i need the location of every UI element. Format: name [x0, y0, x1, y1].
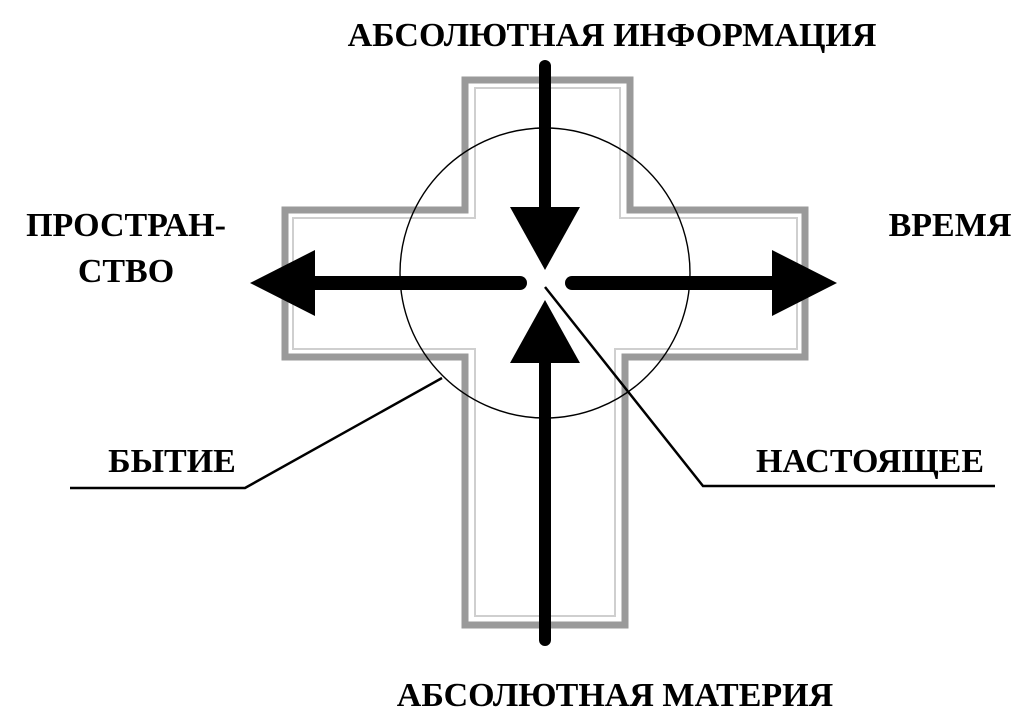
arrow-up-matter	[510, 300, 580, 646]
callout-line-present	[544, 286, 995, 488]
callout-line-existence	[70, 376, 443, 490]
label-time: ВРЕМЯ	[889, 207, 1012, 244]
arrow-down-information	[510, 60, 580, 270]
label-absolute-information: АБСОЛЮТНАЯ ИНФОРМАЦИЯ	[348, 17, 877, 54]
arrow-right-time	[565, 250, 837, 316]
label-present: НАСТОЯЩЕЕ	[756, 443, 984, 480]
cross-inner-line	[292, 87, 798, 617]
label-space-line2: СТВО	[78, 253, 174, 290]
label-space-line1: ПРОСТРАН-	[26, 207, 226, 244]
label-existence: БЫТИЕ	[108, 443, 236, 480]
arrow-left-space	[250, 250, 527, 316]
label-absolute-matter: АБСОЛЮТНАЯ МАТЕРИЯ	[397, 677, 833, 714]
